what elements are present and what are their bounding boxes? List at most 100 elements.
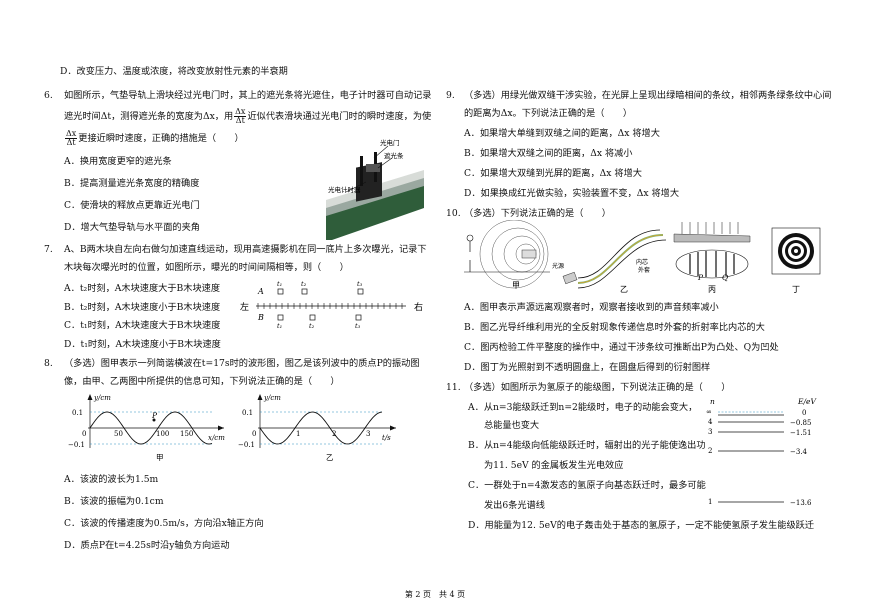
q11-option-c-line2: 发出6条光谱线 xyxy=(484,500,545,511)
q9-option-a: A．如果增大单缝到双缝之间的距离，Δx 将增大 xyxy=(464,128,660,139)
q11-e4: −0.85 xyxy=(790,419,811,427)
q8-stem-line1: （多选）图甲表示一列简谐横波在t=17s时的波形图，图乙是该列波中的质点P的振动… xyxy=(64,358,420,369)
q10-label-clad: 外套 xyxy=(638,266,650,274)
q10-label-core: 内芯 xyxy=(636,258,648,266)
q11-E-label: E/eV xyxy=(797,397,817,406)
q8-figA-name: 甲 xyxy=(156,453,164,462)
q8-figB-name: 乙 xyxy=(326,453,334,462)
q11-option-b-line1: B．从n=4能级向低能级跃迁时，辐射出的光子能使逸出功 xyxy=(468,440,706,451)
q6-air-track-figure: 光电门 遮光条 光电计时器 xyxy=(326,136,424,240)
q5-option-d: D．改变压力、温度或浓度，将改变放射性元素的半衰期 xyxy=(60,66,288,77)
q11-n-label: n xyxy=(710,397,715,406)
q8-figB-xlabel: t/s xyxy=(382,434,391,442)
q10-figures: 甲 光源 内芯 外套 乙 xyxy=(460,219,860,294)
q10-fig-flatness: P Q 丙 xyxy=(673,222,751,294)
q9-option-b: B．如果增大双缝之间的距离，Δx 将减小 xyxy=(464,148,633,159)
q6-option-a: A．换用宽度更窄的遮光条 xyxy=(64,156,172,167)
q8-figA-x1: 50 xyxy=(114,430,123,438)
q6-number: 6. xyxy=(44,90,53,101)
q9-stem-line2: 的距离为Δx。下列说法正确的是（ ） xyxy=(464,108,633,119)
q8-figA-y0: 0 xyxy=(82,430,86,438)
q10-label-P: P xyxy=(697,273,704,282)
q10-fig-fiber: 光源 内芯 外套 乙 xyxy=(552,229,667,294)
q7-option-b: B．t₂时刻，A木块速度小于B木块速度 xyxy=(64,302,221,313)
q7-number: 7. xyxy=(44,244,53,255)
q11-energy-level-diagram: n E/eV ∞ 4 3 2 1 0 −0.85 −1.51 −3.4 −13.… xyxy=(702,394,852,512)
q11-e3: −1.51 xyxy=(790,429,811,437)
q8-stem-line2: 像，由甲、乙两图中所提供的信息可知，下列说法正确的是（ ） xyxy=(64,376,340,387)
q7-exposure-figure: 左 右 A B t₁ t₂ t₃ t₁ t₂ t₃ xyxy=(238,280,428,332)
q7-stem-line1: A、B两木块自左向右做匀加速直线运动，现用高速摄影机在同一底片上多次曝光，记录下 xyxy=(64,244,427,255)
q6-option-b: B．提高测量遮光条宽度的精确度 xyxy=(64,178,200,189)
q11-option-a-line1: A．从n=3能级跃迁到n=2能级时，电子的动能会变大， xyxy=(468,402,698,413)
q10-label-Q: Q xyxy=(722,273,728,282)
q10-number: 10. xyxy=(446,208,461,219)
q6-stem-line1: 如图所示，气垫导轨上滑块经过光电门时，其上的遮光条将光遮住，电子计时器可自动记录 xyxy=(64,90,432,101)
q11-e-inf: 0 xyxy=(802,409,806,417)
q8-wave-figure: y/cm x/cm 0.1 0 −0.1 50 100 150 P 甲 xyxy=(62,392,232,464)
q7-fig-t3-top: t₃ xyxy=(357,280,363,288)
q11-option-c-line1: C．一群处于n=4激发态的氢原子向基态跃迁时，最多可能 xyxy=(468,480,706,491)
q10-option-c: C．图丙检验工件平整度的操作中，通过干涉条纹可推断出P为凸处、Q为凹处 xyxy=(464,342,779,353)
q8-figA-y1: 0.1 xyxy=(72,409,83,417)
q7-fig-right: 右 xyxy=(414,301,423,313)
q6-option-d: D．增大气垫导轨与水平面的夹角 xyxy=(64,222,200,233)
q7-fig-A: A xyxy=(257,287,264,296)
q10-label-ding: 丁 xyxy=(792,285,800,294)
q8-figA-xlabel: x/cm xyxy=(208,434,225,442)
q11-option-b-line2: 为11. 5eV 的金属板发生光电效应 xyxy=(484,460,624,471)
q8-figB-y0: 0 xyxy=(252,430,256,438)
q7-fig-t3-bot: t₃ xyxy=(355,322,361,330)
q11-option-d: D．用能量为12. 5eV的电子轰击处于基态的氢原子，一定不能使氢原子发生能级跃… xyxy=(468,520,815,531)
q8-option-a: A．该波的波长为1.5m xyxy=(64,474,159,485)
q11-n2: 2 xyxy=(708,447,712,455)
q7-option-a: A．t₂时刻，A木块速度大于B木块速度 xyxy=(64,283,221,294)
q11-n1: 1 xyxy=(708,498,712,506)
q6-fig-label-strip: 遮光条 xyxy=(384,151,404,160)
q10-fig-doppler: 甲 xyxy=(464,219,550,290)
q6-option-c: C．使滑块的释放点更靠近光电门 xyxy=(64,200,200,211)
q10-option-b: B．图乙光导纤维利用光的全反射现象传递信息时外套的折射率比内芯的大 xyxy=(464,322,765,333)
q8-option-d: D．质点P在t=4.25s时沿y轴负方向运动 xyxy=(64,540,230,551)
q8-number: 8. xyxy=(44,358,53,369)
q11-e2: −3.4 xyxy=(790,448,808,456)
q9-stem-line1: （多选）用绿光做双缝干涉实验，在光屏上呈现出绿暗相间的条纹，相邻两条绿条纹中心间 xyxy=(464,90,832,101)
q11-e1: −13.6 xyxy=(790,499,812,507)
q8-vibration-figure: y/cm t/s 0.1 0 −0.1 1 2 3 乙 xyxy=(232,392,402,464)
q10-stem: （多选）下列说法正确的是（ ） xyxy=(464,208,611,219)
q7-option-c: C．t₁时刻，A木块速度大于B木块速度 xyxy=(64,320,221,331)
q9-number: 9. xyxy=(446,90,455,101)
q7-stem-line2: 木块每次曝光时的位置，如图所示，曝光的时间间隔相等，则（ ） xyxy=(64,262,349,273)
q7-fig-t1-top: t₁ xyxy=(277,280,282,288)
q8-figA-y2: −0.1 xyxy=(68,441,85,449)
q9-option-c: C．如果增大双缝到光屏的距离，Δx 将增大 xyxy=(464,168,642,179)
q11-number: 11. xyxy=(446,382,461,393)
q8-option-b: B．该波的振幅为0.1cm xyxy=(64,496,164,507)
q10-fig-diffraction: 丁 xyxy=(771,227,821,294)
q8-figB-x2: 2 xyxy=(332,430,336,438)
q10-option-d: D．图丁为光照射到不透明圆盘上，在圆盘后得到的衍射图样 xyxy=(464,362,711,373)
q6-fig-label-timer: 光电计时器 xyxy=(328,185,361,194)
q11-stem: （多选）如图所示为氢原子的能级图，下列说法正确的是（ ） xyxy=(464,382,731,393)
q10-label-bing: 丙 xyxy=(708,285,716,294)
q11-n3: 3 xyxy=(708,428,712,436)
q8-figB-x3: 3 xyxy=(366,430,370,438)
q7-fig-t2-bot: t₂ xyxy=(309,322,315,330)
q6-fig-label-photogate: 光电门 xyxy=(380,138,400,147)
q10-label-source: 光源 xyxy=(552,262,564,270)
q11-n4: 4 xyxy=(708,418,713,426)
q10-option-a: A．图甲表示声源远离观察者时，观察者接收到的声音频率减小 xyxy=(464,302,719,313)
page-footer: 第 2 页 共 4 页 xyxy=(404,590,466,599)
q10-label-jia: 甲 xyxy=(512,281,520,290)
q8-figB-x1: 1 xyxy=(296,430,300,438)
q10-label-yi: 乙 xyxy=(620,285,628,294)
q8-figA-P: P xyxy=(151,411,158,420)
q8-figB-y1: 0.1 xyxy=(242,409,253,417)
q7-fig-t2-top: t₂ xyxy=(301,280,307,288)
q7-option-d: D．t₁时刻，A木块速度小于B木块速度 xyxy=(64,339,221,350)
q8-option-c: C．该波的传播速度为0.5m/s，方向沿x轴正方向 xyxy=(64,518,264,529)
